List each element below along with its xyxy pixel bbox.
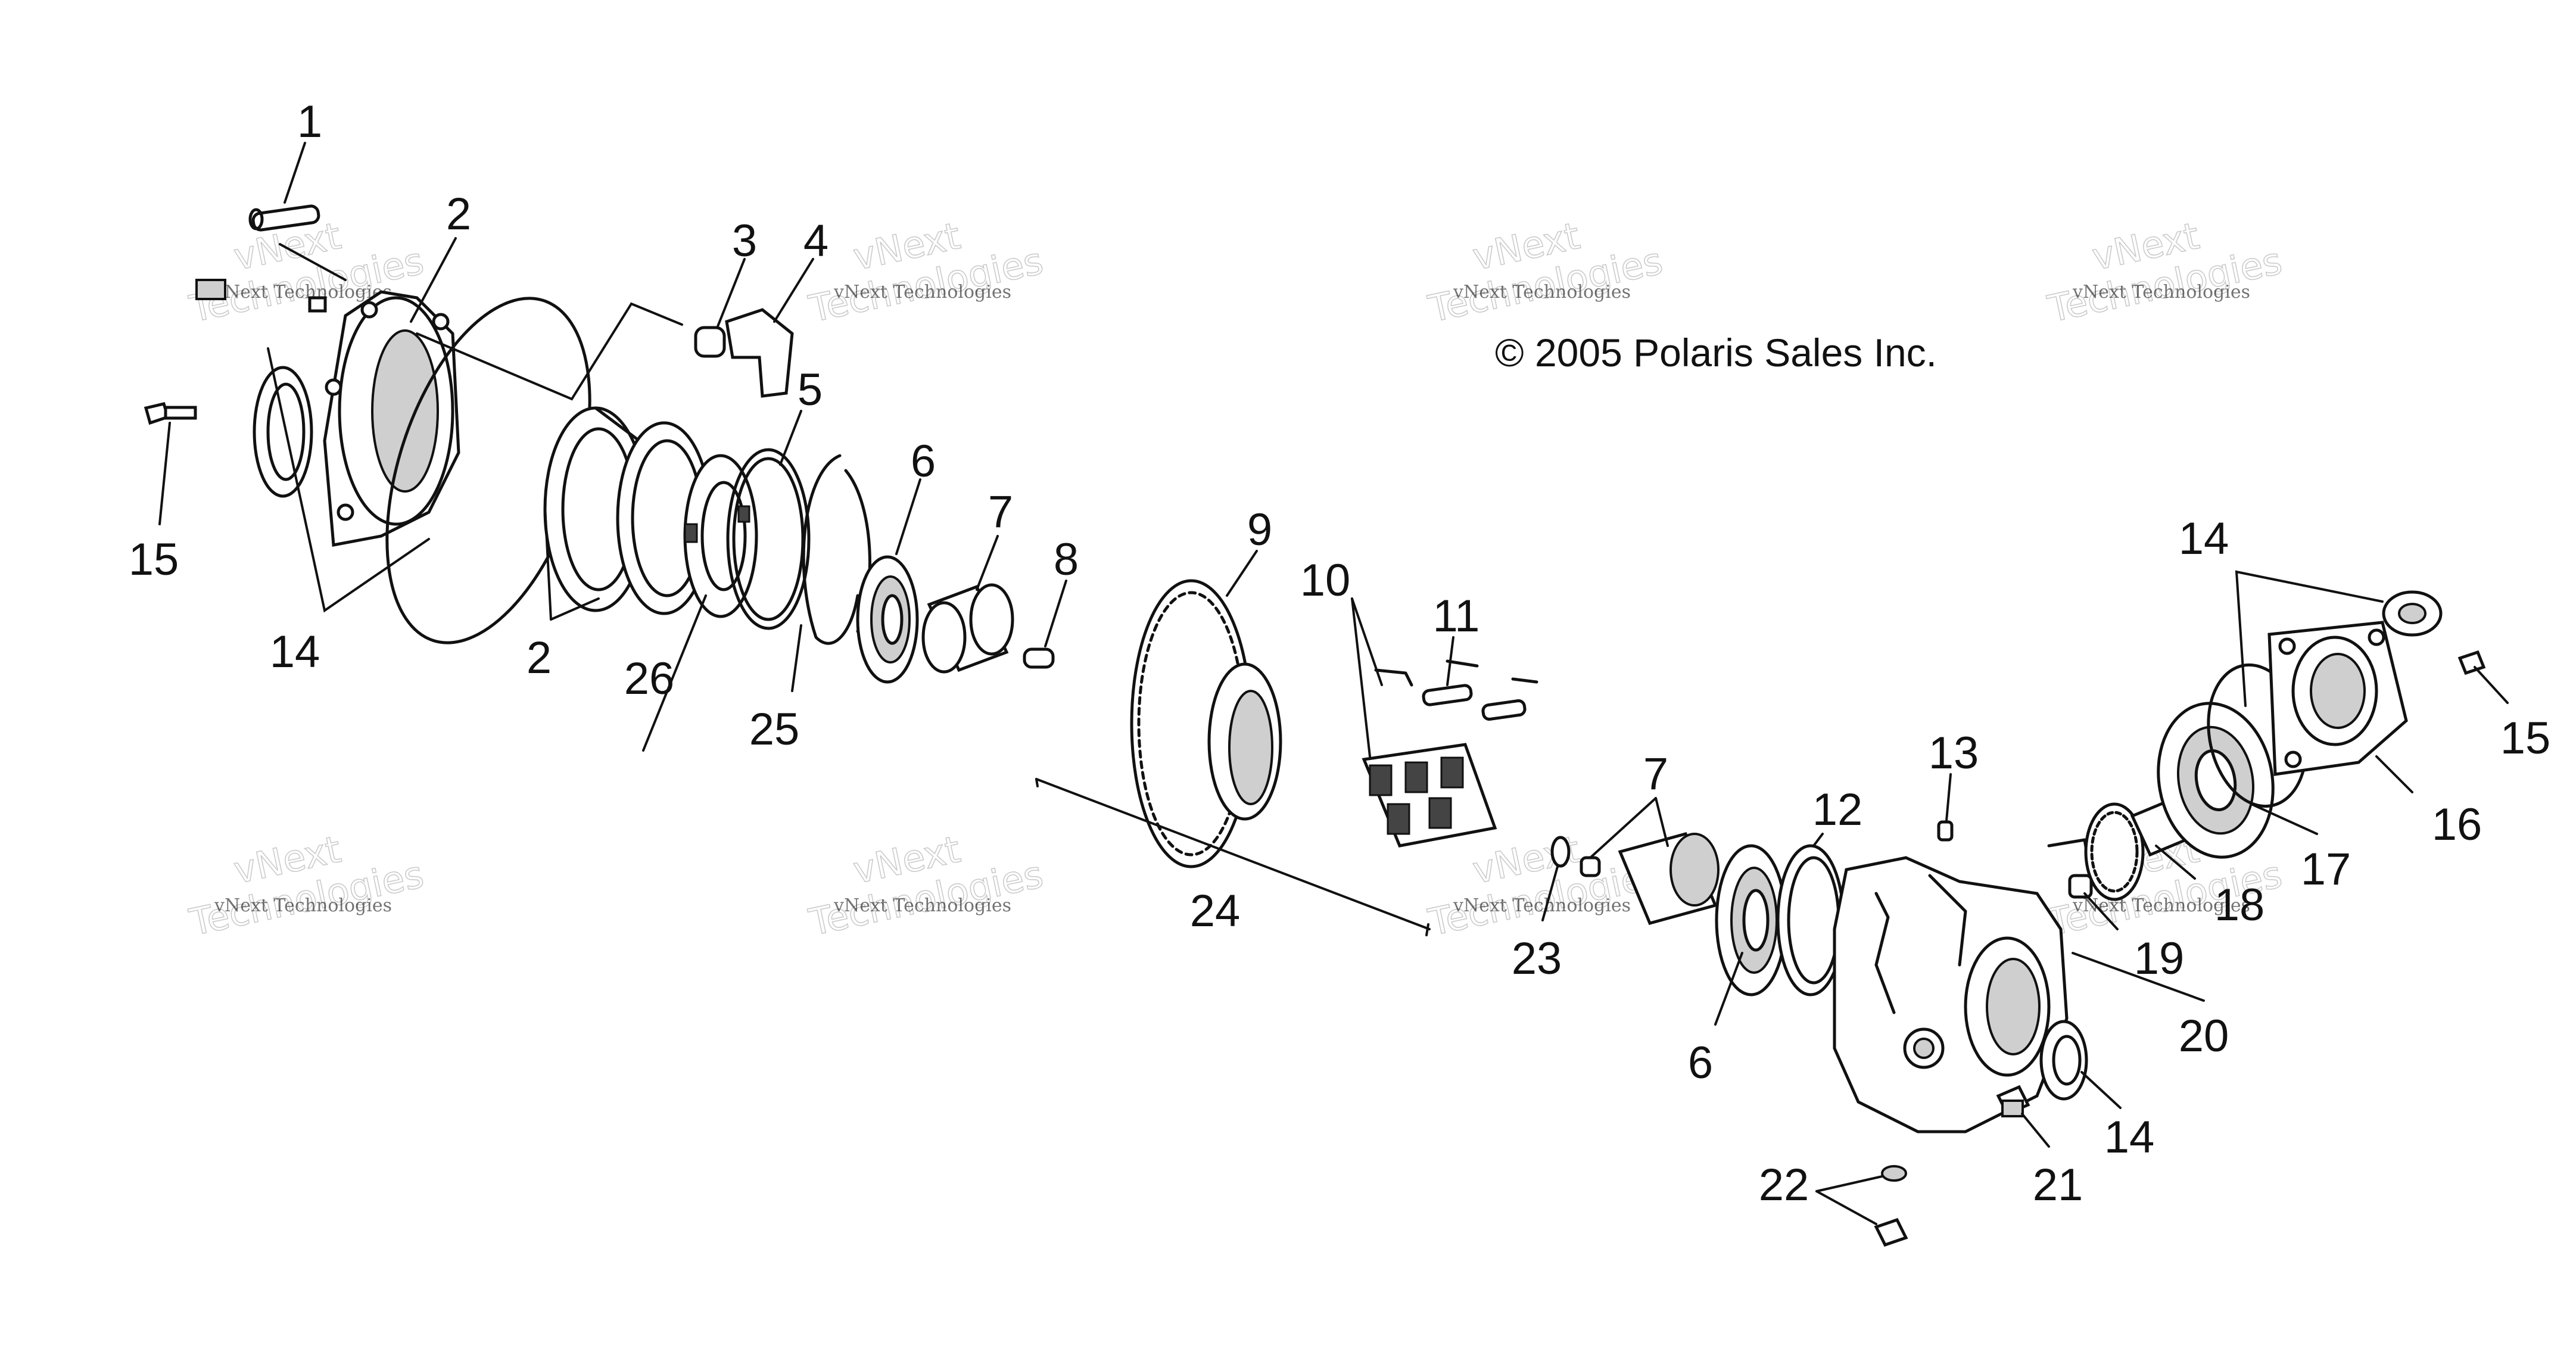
part-21-plug [1996, 1085, 2030, 1117]
part-6-bearing-right [1715, 844, 1787, 996]
part-3-pin [694, 326, 726, 358]
svg-text:vNext Technologies: vNext Technologies [214, 282, 392, 303]
part-14-seal-left [253, 366, 313, 498]
callout-labels: 1 2 3 4 5 6 7 8 9 10 11 12 13 14 14 14 1… [129, 96, 2551, 1210]
callout-2: 2 [527, 633, 552, 683]
part-7-sleeve-left [921, 583, 1014, 674]
part-11-rollers [1374, 659, 1538, 721]
callout-25: 25 [749, 704, 800, 755]
watermark: Technologies vNext vNext Technologies [2044, 213, 2286, 331]
callout-18: 18 [2214, 880, 2265, 930]
callout-7: 7 [988, 487, 1013, 537]
svg-text:vNext Technologies: vNext Technologies [1453, 282, 1631, 303]
part-15-bolt-left [144, 402, 197, 425]
part-20-main-housing [1833, 856, 2069, 1133]
callout-10: 10 [1300, 555, 1351, 606]
callout-11: 11 [1433, 591, 1480, 641]
callout-16: 16 [2432, 799, 2482, 850]
callout-1: 1 [297, 96, 322, 147]
svg-text:vNext Technologies: vNext Technologies [2072, 282, 2250, 303]
part-16-cover-plate [2267, 621, 2408, 776]
part-1-dowel-pin [248, 204, 320, 232]
part-small-fasteners-left [195, 243, 347, 313]
part-19-shaft-spacer [2068, 874, 2093, 899]
watermark-group: Technologies vNext vNext Technologies Te… [185, 213, 2286, 945]
part-15-bolt-right [2457, 650, 2486, 675]
callout-20: 20 [2179, 1011, 2229, 1061]
callout-24: 24 [1190, 886, 1241, 936]
callout-5: 5 [798, 365, 823, 415]
callout-7: 7 [1643, 749, 1668, 799]
part-23-washer [1550, 836, 1571, 868]
callout-12: 12 [1812, 784, 1863, 835]
leader-lines [158, 142, 2509, 1225]
callout-8: 8 [1054, 534, 1079, 585]
callout-14: 14 [2104, 1112, 2155, 1163]
part-14-seal-right-upper [2382, 590, 2443, 637]
callout-9: 9 [1247, 504, 1272, 555]
svg-text:vNext Technologies: vNext Technologies [833, 895, 1011, 916]
callout-4: 4 [803, 216, 828, 266]
part-14-seal-right-lower [2039, 1020, 2088, 1101]
callout-23: 23 [1512, 933, 1562, 984]
watermark: Technologies vNext vNext Technologies [805, 827, 1047, 945]
callout-3: 3 [732, 216, 757, 266]
part-8-pin-small [1023, 647, 1055, 669]
callout-15: 15 [2500, 713, 2551, 764]
callout-26: 26 [624, 653, 675, 704]
callout-6: 6 [1688, 1038, 1713, 1088]
watermark: Technologies vNext vNext Technologies [805, 213, 1047, 331]
callout-2: 2 [446, 189, 471, 239]
callout-6: 6 [911, 436, 936, 487]
part-13-pin [1937, 820, 1954, 842]
part-6-bearing-left [856, 555, 919, 684]
watermark: Technologies vNext vNext Technologies [185, 827, 428, 945]
watermark: Technologies vNext vNext Technologies [1424, 213, 1667, 331]
svg-text:vNext Technologies: vNext Technologies [214, 895, 392, 916]
callout-17: 17 [2301, 844, 2351, 895]
part-9-ring-gear [1130, 579, 1282, 868]
callout-22: 22 [1759, 1160, 1809, 1210]
part-10-roller-cage [1362, 743, 1497, 848]
callout-19: 19 [2134, 933, 2185, 984]
callout-14: 14 [2179, 513, 2229, 564]
callout-13: 13 [1929, 728, 1979, 778]
svg-text:vNext Technologies: vNext Technologies [833, 282, 1011, 303]
part-4-clip [725, 308, 794, 398]
copyright-notice: © 2005 Polaris Sales Inc. [1495, 331, 1937, 375]
callout-21: 21 [2033, 1160, 2083, 1210]
part-2-cover-housing [323, 290, 460, 547]
svg-text:vNext Technologies: vNext Technologies [1453, 895, 1631, 916]
callout-14: 14 [270, 627, 320, 677]
part-22-drain-plug [1874, 1165, 1908, 1247]
callout-15: 15 [129, 534, 179, 585]
part-7-sleeve-right [1580, 832, 1720, 925]
part-17-bearing [2157, 702, 2275, 859]
